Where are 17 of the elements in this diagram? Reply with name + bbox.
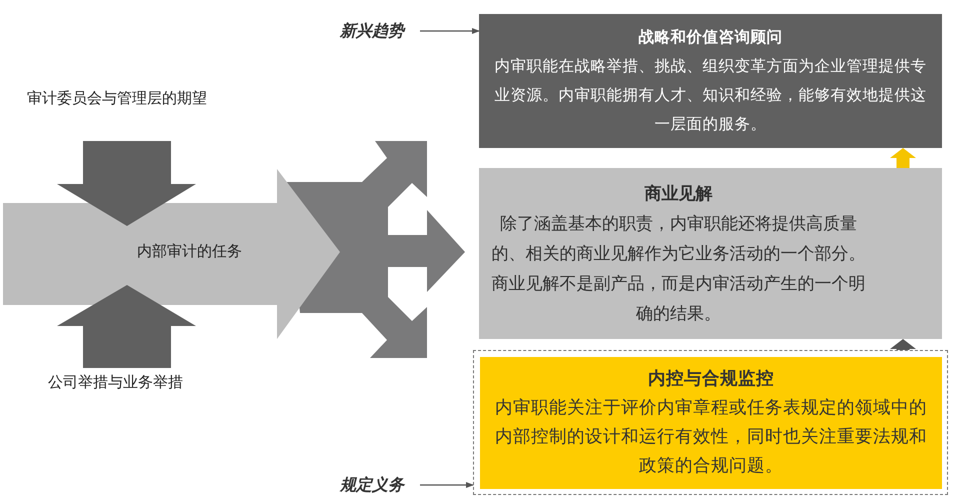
info-panel xyxy=(479,14,942,148)
panel-title: 内控与合规监控 xyxy=(648,368,774,391)
panel-text: 内审职能在战略举措、挑战、组织变革方面为企业管理提供专业资源。内审职能拥有人才、知识和经验，能够有效地提供这一层面的服务。 xyxy=(494,56,928,135)
panel-text: 除了涵盖基本的职责，内审职能还将提供高质量的、相关的商业见解作为它业务活动的一个部分。商业见解不是副产品，而是内审活动产生的一个明确的结果。 xyxy=(490,212,866,326)
panel-text: 内审职能关注于评价内审章程或任务表规定的领域中的内部控制的设计和运行有效性，同时也关注重要法规和政策的合规问题。 xyxy=(494,397,928,478)
diagram-label: 内部审计的任务 xyxy=(137,241,242,261)
panel-title: 商业见解 xyxy=(644,182,712,206)
arrow xyxy=(420,28,480,34)
side-label: 新兴趋势 xyxy=(340,19,420,43)
panel-title: 战略和价值咨询顾问 xyxy=(638,27,782,48)
side-label: 规定义务 xyxy=(340,473,420,497)
info-panel xyxy=(479,168,942,339)
block-arrow xyxy=(890,339,916,350)
arrow xyxy=(420,482,474,488)
block-arrow xyxy=(890,148,916,168)
diagram-label: 公司举措与业务举措 xyxy=(48,372,183,392)
diagram-label: 审计委员会与管理层的期望 xyxy=(27,88,207,108)
